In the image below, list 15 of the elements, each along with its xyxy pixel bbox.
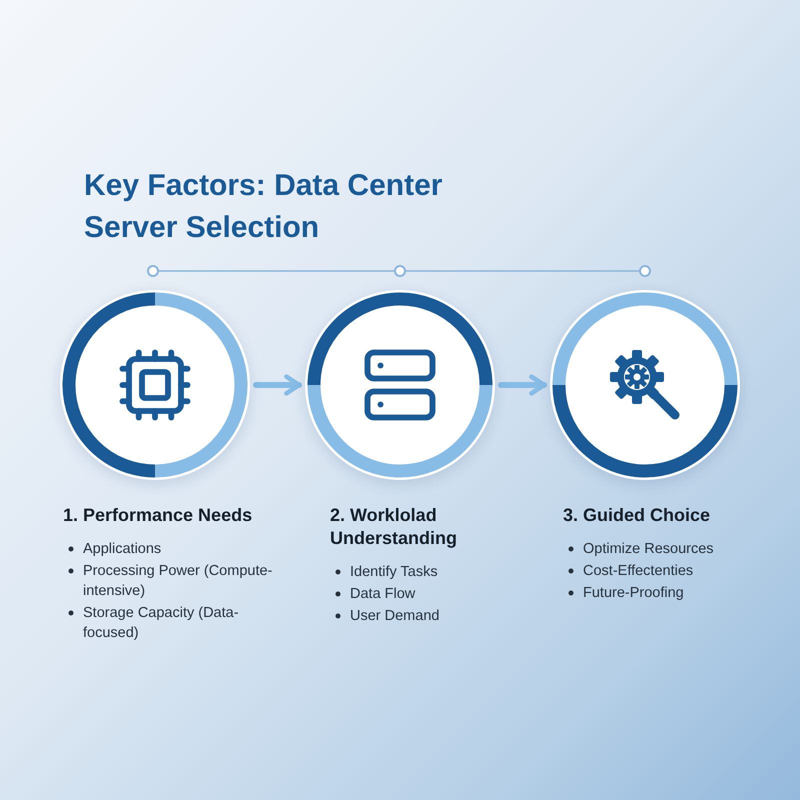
bullet-text: User Demand — [350, 608, 440, 624]
bullet-text: Future-Proofing — [583, 585, 684, 601]
bullet-text: Processing Power (Compute-intensive) — [83, 563, 272, 599]
arrow — [253, 374, 302, 396]
bullet-text: Optimize Resources — [583, 541, 714, 557]
bullet-text: Data Flow — [350, 586, 416, 602]
bullet-text: Storage Capacity (Data-focused) — [83, 605, 239, 641]
bullet-text: Cost-Effectenties — [583, 563, 694, 579]
step-heading: 3. Guided Choice — [563, 504, 712, 527]
step-heading: 1. Performance Needs — [63, 504, 254, 527]
bullet-text: Applications — [83, 541, 162, 557]
title: Key Factors: Data Center Server Selection — [84, 168, 444, 246]
step-heading: 2. Worklolad Understanding — [330, 504, 458, 550]
bullet-text: Identify Tasks — [350, 564, 438, 580]
arrow — [498, 374, 547, 396]
